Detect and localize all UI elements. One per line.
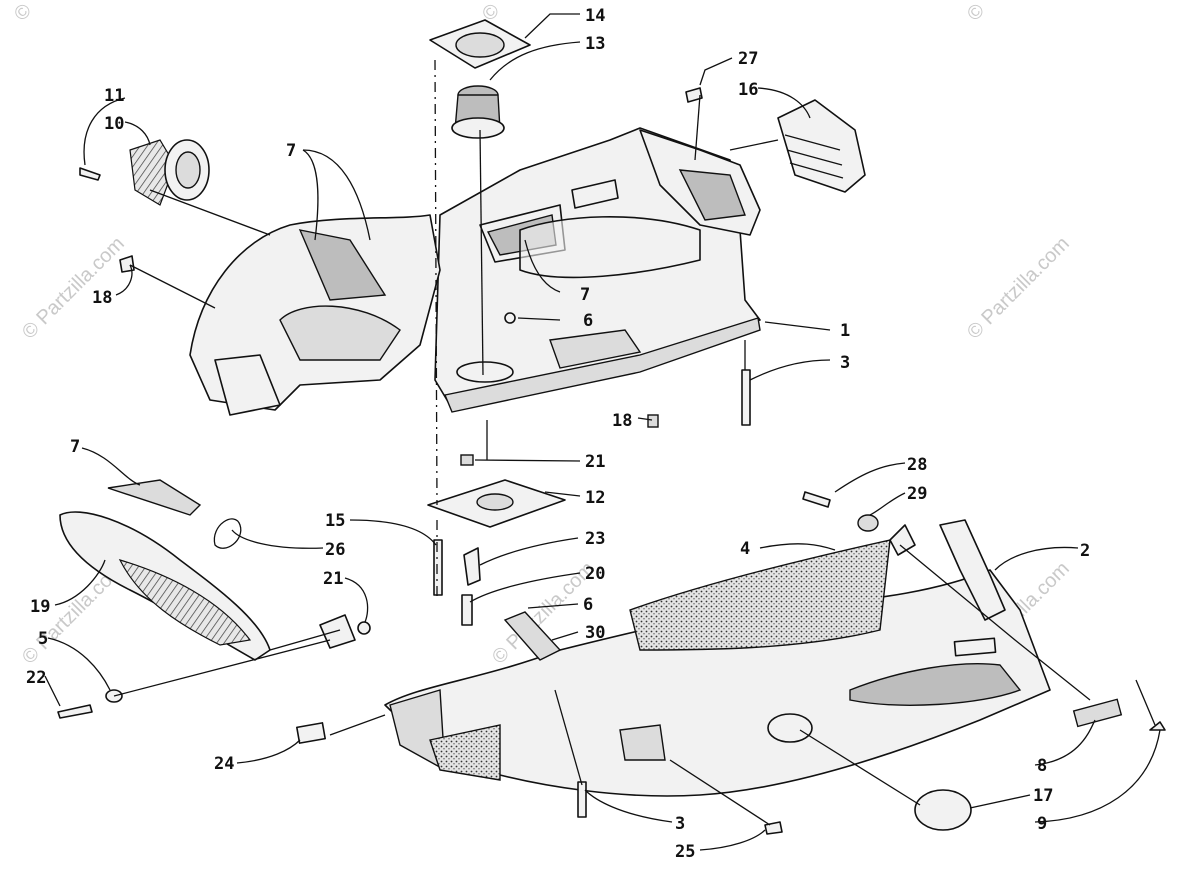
callout-25[interactable]: 25 <box>675 842 695 862</box>
callout-11[interactable]: 11 <box>104 86 124 106</box>
callout-1[interactable]: 1 <box>840 321 850 341</box>
callout-8[interactable]: 8 <box>1037 756 1047 776</box>
callout-4[interactable]: 4 <box>740 539 750 559</box>
callout-16[interactable]: 16 <box>738 80 758 100</box>
watermark-right-mid: © Partzilla.com <box>963 233 1074 344</box>
callout-10[interactable]: 10 <box>104 114 124 134</box>
part-10-housing <box>79 139 210 206</box>
callout-22[interactable]: 22 <box>26 668 46 688</box>
callout-26[interactable]: 26 <box>325 540 345 560</box>
callout-6-lower[interactable]: 6 <box>583 595 593 615</box>
callout-17[interactable]: 17 <box>1033 786 1053 806</box>
callout-14[interactable]: 14 <box>585 6 605 26</box>
part-19-bumper <box>59 511 271 661</box>
callout-7-middle[interactable]: 7 <box>580 285 590 305</box>
callout-18-left[interactable]: 18 <box>92 288 112 308</box>
callout-18-center[interactable]: 18 <box>612 411 632 431</box>
callout-20[interactable]: 20 <box>585 564 605 584</box>
callout-3-lower[interactable]: 3 <box>675 814 685 834</box>
callout-7-top[interactable]: 7 <box>286 141 296 161</box>
callout-21-left[interactable]: 21 <box>323 569 343 589</box>
callout-19[interactable]: 19 <box>30 597 50 617</box>
callout-numbers: 1 2 3 3 4 5 6 6 7 7 7 8 9 10 11 12 13 14… <box>26 6 1090 862</box>
callout-15[interactable]: 15 <box>325 511 345 531</box>
part-7-trim <box>107 479 202 516</box>
part-hardware-center <box>433 312 751 626</box>
part-2-belly-pan <box>384 519 1051 797</box>
part-12-plate <box>427 479 566 528</box>
part-26-clip <box>213 518 242 549</box>
part-13-boot <box>451 85 505 139</box>
callout-27[interactable]: 27 <box>738 49 758 69</box>
assembly-lines <box>113 59 1091 826</box>
callout-2[interactable]: 2 <box>1080 541 1090 561</box>
callout-12[interactable]: 12 <box>585 488 605 508</box>
callout-6-upper[interactable]: 6 <box>583 311 593 331</box>
callout-28[interactable]: 28 <box>907 455 927 475</box>
part-left-hood <box>189 214 441 416</box>
callout-7-left[interactable]: 7 <box>70 437 80 457</box>
watermark-corner-tl: © <box>10 0 36 26</box>
callout-24[interactable]: 24 <box>214 754 234 774</box>
callout-29[interactable]: 29 <box>907 484 927 504</box>
callout-21-center[interactable]: 21 <box>585 452 605 472</box>
watermark-corner-tr: © <box>963 0 989 26</box>
callout-30[interactable]: 30 <box>585 623 605 643</box>
callout-leaders <box>44 13 1161 851</box>
part-16-vent <box>639 99 866 236</box>
part-14-gasket <box>429 19 531 69</box>
callout-13[interactable]: 13 <box>585 34 605 54</box>
part-small-lower <box>57 87 1166 835</box>
callout-9[interactable]: 9 <box>1037 814 1047 834</box>
callout-3-upper[interactable]: 3 <box>840 353 850 373</box>
callout-5[interactable]: 5 <box>38 629 48 649</box>
callout-23[interactable]: 23 <box>585 529 605 549</box>
